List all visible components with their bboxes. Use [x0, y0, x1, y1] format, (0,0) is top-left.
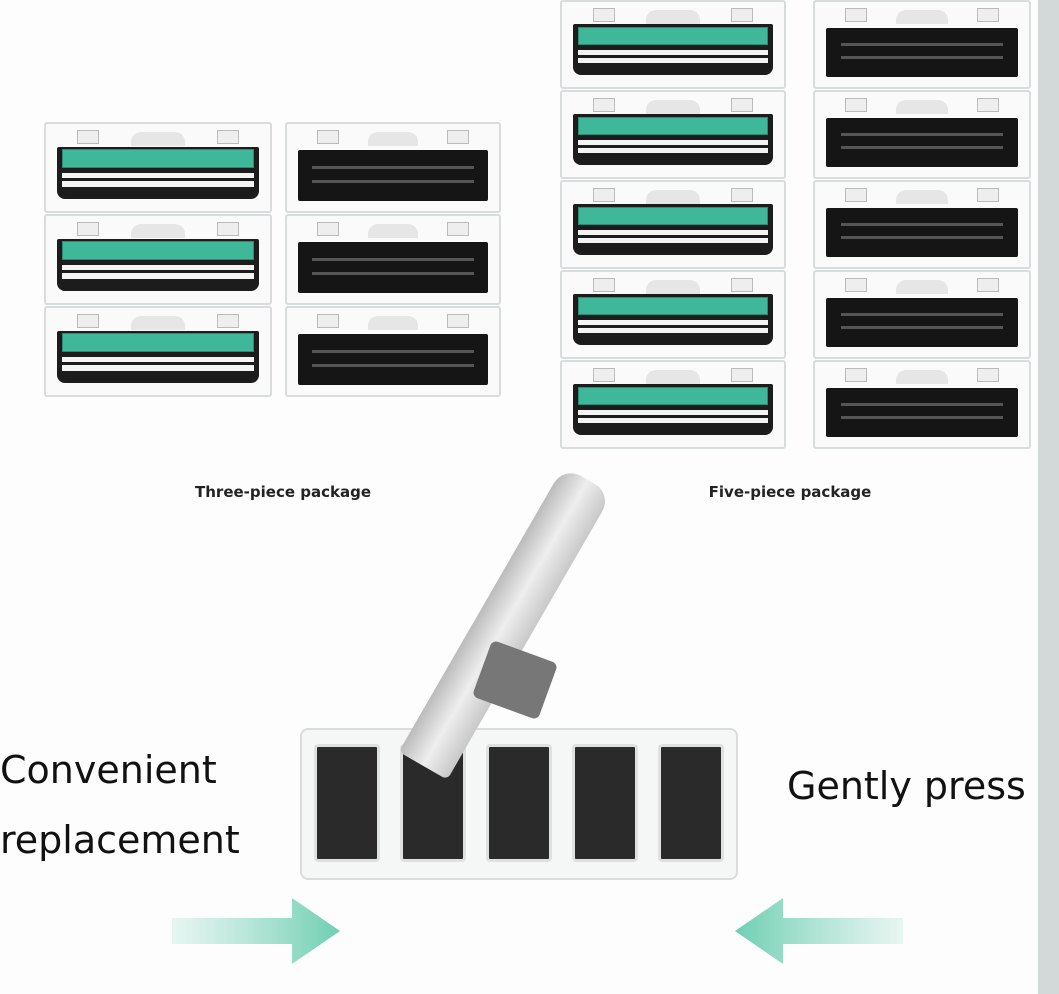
- arrow-right-icon: [172, 898, 340, 964]
- cartridge-back: [285, 306, 501, 397]
- cartridge-front: [560, 0, 786, 89]
- cartridge-front: [44, 214, 272, 305]
- three-pack-front: [44, 122, 272, 398]
- cartridge-back: [285, 214, 501, 305]
- five-piece-label: Five-piece package: [708, 483, 872, 501]
- cartridge-tray: [300, 728, 738, 880]
- cartridge-front: [560, 90, 786, 179]
- cartridge-front: [44, 122, 272, 213]
- caption-replacement: replacement: [0, 818, 240, 862]
- tray-cartridge: [658, 744, 724, 862]
- side-border: [1038, 0, 1059, 994]
- cartridge-back: [813, 270, 1031, 359]
- cartridge-back: [813, 180, 1031, 269]
- cartridge-front: [560, 180, 786, 269]
- cartridge-back: [813, 90, 1031, 179]
- three-pack-back: [285, 122, 501, 398]
- cartridge-front: [44, 306, 272, 397]
- tray-cartridge: [314, 744, 380, 862]
- cartridge-back: [813, 360, 1031, 449]
- tray-cartridge: [572, 744, 638, 862]
- cartridge-front: [560, 360, 786, 449]
- caption-gently-press: Gently press: [787, 764, 1026, 808]
- cartridge-front: [560, 270, 786, 359]
- cartridge-back: [813, 0, 1031, 89]
- five-pack-back: [813, 0, 1031, 450]
- three-piece-label: Three-piece package: [195, 483, 371, 501]
- arrow-left-icon: [735, 898, 903, 964]
- tray-cartridge: [486, 744, 552, 862]
- cartridge-back: [285, 122, 501, 213]
- caption-convenient: Convenient: [0, 748, 217, 792]
- five-pack-front: [560, 0, 786, 450]
